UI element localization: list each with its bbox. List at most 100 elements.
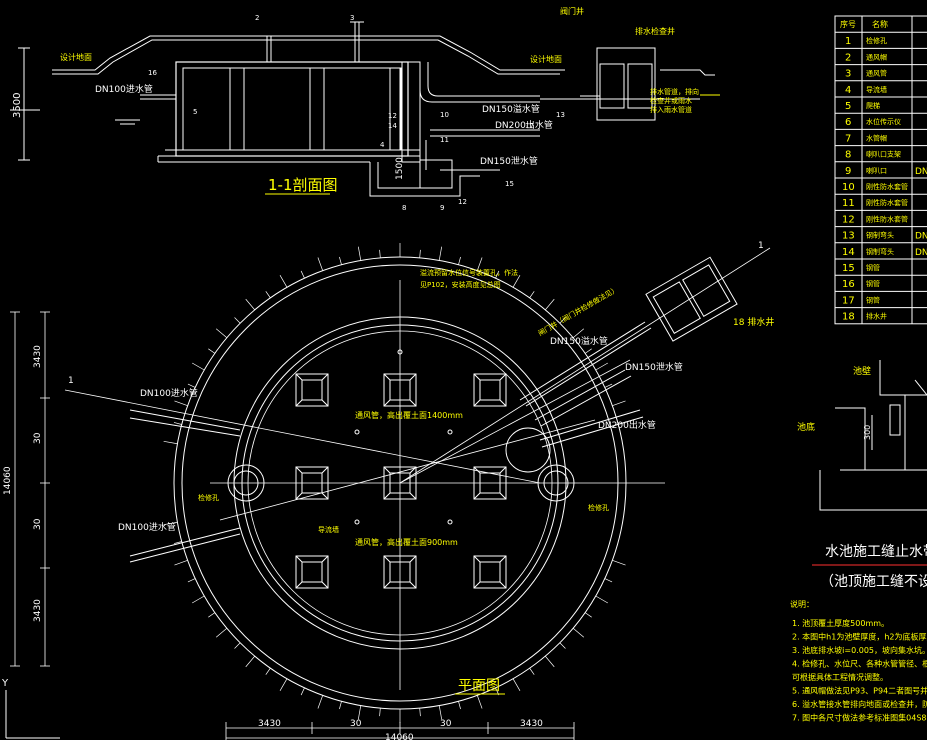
column-outer bbox=[473, 373, 507, 407]
notes-block: 水池施工缝止水带 （池顶施工缝不设 说明： 1. 池顶覆土厚度500mm。2. … bbox=[790, 544, 927, 723]
hatch-tick bbox=[279, 678, 288, 692]
hatch-tick bbox=[572, 328, 585, 338]
table-row-name: 水位传示仪 bbox=[866, 117, 901, 126]
callout-2: 2 bbox=[255, 14, 259, 22]
table-row-no: 2 bbox=[845, 52, 851, 63]
table-row-name: 通风管 bbox=[866, 69, 887, 78]
section-dn200-label: DN200出水管 bbox=[495, 119, 553, 131]
column-outer bbox=[383, 373, 417, 407]
table-row-no: 12 bbox=[842, 214, 855, 225]
table-row-name: 刚性防水套管 bbox=[866, 214, 908, 223]
hatch-tick bbox=[379, 249, 381, 258]
column-inner bbox=[389, 472, 411, 494]
ucs-icon: Y bbox=[1, 678, 60, 739]
table-row-name: 刚性防水套管 bbox=[866, 198, 908, 207]
hatch-tick bbox=[584, 612, 592, 618]
callout-12b: 12 bbox=[458, 198, 467, 206]
column-inner bbox=[479, 561, 501, 583]
table-row-name: 导流墙 bbox=[866, 85, 887, 94]
table-row-name: 爬梯 bbox=[866, 101, 880, 110]
hatch-tick bbox=[612, 559, 626, 566]
hatch-tick bbox=[476, 695, 483, 709]
callout-12: 12 bbox=[388, 112, 397, 120]
notes-title-2: （池顶施工缝不设 bbox=[820, 574, 927, 590]
table-row-no: 7 bbox=[845, 133, 851, 144]
column-outer bbox=[383, 466, 417, 500]
table-row-no: 5 bbox=[845, 101, 851, 112]
plan-view: 溢流预留水位信号装置孔，作法 见P102，安装高度见总图 闸门井（阀门井检修做法… bbox=[3, 241, 774, 740]
callout-3: 3 bbox=[350, 14, 354, 22]
plan-note-top-2: 见P102，安装高度见总图 bbox=[420, 280, 501, 289]
table-header-no: 序号 bbox=[840, 19, 856, 29]
table-row-no: 13 bbox=[842, 231, 855, 242]
table-row-name: 刚性防水套管 bbox=[866, 182, 908, 191]
table-row-name: 喇叭口 bbox=[866, 166, 887, 175]
table-row-name: 钢制弯头 bbox=[866, 231, 894, 240]
hatch-tick bbox=[604, 383, 613, 388]
table-row-name: 检修孔 bbox=[866, 36, 887, 45]
table-row-no: 4 bbox=[845, 85, 851, 96]
hatch-tick bbox=[208, 348, 216, 354]
plan-title: 平面图 bbox=[458, 678, 500, 694]
plan-manhole-left-label: 检修孔 bbox=[198, 493, 219, 502]
detail-wall-label: 池壁 bbox=[853, 365, 871, 377]
section-dn150-overflow-label: DN150溢水管 bbox=[482, 103, 540, 115]
plan-vent-bot-label: 通风管，高出覆土面900mm bbox=[355, 537, 458, 547]
valve-well-label: 阀门井 bbox=[560, 6, 584, 16]
sump-dim: 1500 bbox=[395, 157, 405, 180]
note-item: 6. 溢水管接水管排向地面或检查井，防虫网 bbox=[792, 699, 927, 709]
table-row-no: 3 bbox=[845, 69, 851, 80]
table-row-name: 钢管 bbox=[866, 279, 880, 288]
hdim-total: 14060 bbox=[385, 733, 414, 740]
column-inner bbox=[301, 561, 323, 583]
hatch-tick bbox=[300, 687, 305, 696]
column-outer bbox=[295, 373, 329, 407]
ground-right-label: 设计地面 bbox=[530, 54, 562, 64]
hatch-tick bbox=[208, 612, 216, 618]
hdim-2: 30 bbox=[350, 719, 362, 729]
hatch-tick bbox=[317, 695, 324, 709]
notes-list: 1. 池顶覆土厚度500mm。2. 本图中h1为池壁厚度，h2为底板厚度，h33… bbox=[792, 618, 927, 723]
hdim-4: 3430 bbox=[520, 719, 543, 729]
plan-section-mark-left: 1 bbox=[68, 376, 74, 386]
hatch-tick bbox=[379, 708, 381, 717]
hatch-tick bbox=[187, 383, 196, 388]
note-item: 4. 检修孔、水位尺、各种水管管径、根数、平面位置 bbox=[792, 659, 927, 669]
detail-floor-label: 池底 bbox=[797, 421, 815, 433]
notes-title-1: 水池施工缝止水带 bbox=[825, 544, 927, 560]
table-row-no: 6 bbox=[845, 117, 851, 128]
callout-4: 4 bbox=[380, 141, 385, 149]
hatch-tick bbox=[265, 291, 271, 299]
drain-note-1: 排水管道，排向 bbox=[650, 87, 699, 96]
notes-heading: 说明： bbox=[790, 599, 814, 609]
drain-note-2: 检查井或雨水 bbox=[650, 96, 692, 105]
svg-text:Y: Y bbox=[1, 678, 9, 689]
column-inner bbox=[301, 472, 323, 494]
callout-15: 15 bbox=[505, 180, 514, 188]
hatch-tick bbox=[595, 362, 609, 371]
hatch-tick bbox=[545, 655, 555, 668]
table-row-no: 9 bbox=[845, 166, 851, 177]
callout-5: 5 bbox=[193, 108, 197, 116]
soil-hatch bbox=[163, 243, 626, 723]
vdim-1: 3430 bbox=[33, 345, 43, 368]
hatch-tick bbox=[612, 400, 626, 407]
column-inner bbox=[479, 379, 501, 401]
table-row-name: 钢管 bbox=[866, 295, 880, 304]
section-dn150-drain-label: DN150泄水管 bbox=[480, 155, 538, 167]
hatch-tick bbox=[419, 708, 421, 717]
hatch-tick bbox=[545, 298, 555, 311]
hatch-tick bbox=[317, 257, 324, 271]
hatch-tick bbox=[215, 628, 228, 638]
hatch-tick bbox=[215, 328, 228, 338]
hatch-tick bbox=[234, 642, 241, 649]
column-inner bbox=[389, 561, 411, 583]
hatch-tick bbox=[458, 701, 461, 710]
table-header-name: 名称 bbox=[872, 19, 888, 29]
plan-manhole-right-label: 检修孔 bbox=[588, 503, 609, 512]
vdim-3: 30 bbox=[33, 518, 43, 530]
table-row-no: 17 bbox=[842, 295, 855, 306]
hatch-tick bbox=[512, 274, 521, 288]
column-outer bbox=[383, 555, 417, 589]
plan-valve-well-label: 闸门井（阀门井检修做法见） bbox=[537, 284, 620, 337]
